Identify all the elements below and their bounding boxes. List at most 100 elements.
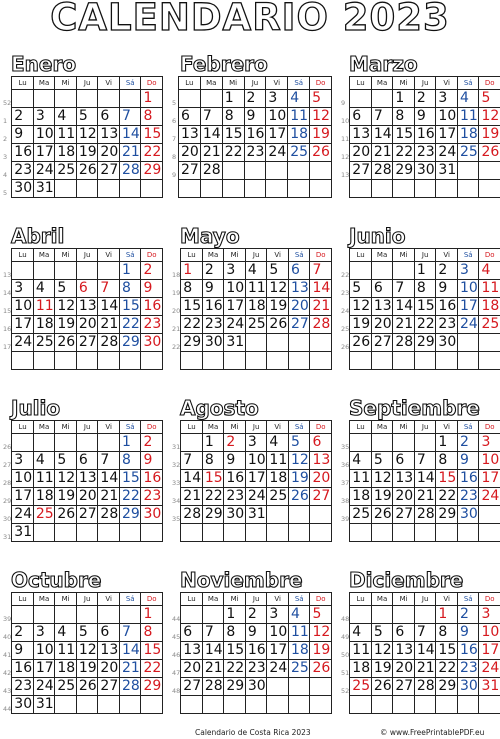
- day-cell: 21: [392, 315, 415, 334]
- week-number: 52: [341, 686, 350, 695]
- weekday-header: Sá: [456, 76, 480, 90]
- day-cell: 1: [201, 433, 225, 452]
- week-number: [172, 524, 181, 542]
- empty-cell: [287, 161, 311, 180]
- day-cell: 26: [287, 487, 311, 506]
- week-number: [172, 696, 181, 714]
- day-cell: 6: [287, 261, 311, 280]
- week-number-header: [3, 593, 12, 606]
- day-cell: 1: [435, 433, 458, 452]
- weekday-header: Lu: [180, 592, 203, 606]
- week-number: 4: [3, 170, 8, 179]
- weekday-header: Lu: [11, 76, 34, 90]
- week-number: 9: [341, 98, 346, 107]
- day-cell: 24: [456, 315, 480, 334]
- week-number: 31: [3, 532, 12, 541]
- week-number-header: [341, 77, 350, 90]
- empty-cell: [478, 351, 500, 370]
- week-number: 9: [172, 170, 177, 179]
- weekday-header: Do: [140, 420, 163, 434]
- weekday-header: Vi: [435, 76, 458, 90]
- day-cell: 2: [413, 89, 437, 108]
- day-cell: 28: [392, 333, 415, 352]
- day-cell: 19: [370, 659, 394, 678]
- empty-cell: [75, 89, 99, 108]
- empty-cell: [309, 695, 332, 714]
- day-cell: 17: [32, 143, 56, 162]
- empty-cell: [287, 351, 311, 370]
- week-number: 10: [341, 116, 350, 125]
- week-number: 42: [3, 668, 12, 677]
- week-number: 17: [3, 342, 12, 351]
- week-number: [172, 352, 181, 370]
- day-cell: 31: [223, 333, 246, 352]
- day-cell: 13: [287, 279, 311, 298]
- empty-cell: [370, 89, 394, 108]
- weekday-header: Do: [140, 592, 163, 606]
- footer-right: © www.FreePrintablePDF.eu: [380, 728, 485, 737]
- weekday-header: Do: [309, 420, 332, 434]
- day-cell: 22: [435, 487, 458, 506]
- week-number: 27: [3, 460, 12, 469]
- empty-cell: [223, 695, 246, 714]
- weekday-header: Lu: [180, 248, 203, 262]
- day-cell: 13: [97, 641, 120, 660]
- day-cell: 27: [75, 505, 99, 524]
- week-number: 5: [3, 188, 8, 197]
- empty-cell: [287, 505, 311, 524]
- empty-cell: [11, 351, 34, 370]
- day-cell: 14: [118, 641, 142, 660]
- day-cell: 18: [349, 659, 372, 678]
- day-cell: 23: [244, 659, 268, 678]
- day-cell: 25: [349, 505, 372, 524]
- day-cell: 13: [309, 451, 332, 470]
- day-cell: 25: [287, 143, 311, 162]
- empty-cell: [118, 89, 142, 108]
- day-cell: 14: [199, 125, 223, 144]
- empty-cell: [244, 523, 268, 542]
- day-cell: 12: [370, 641, 394, 660]
- day-cell: 20: [75, 315, 99, 334]
- day-cell: 3: [478, 433, 500, 452]
- empty-cell: [32, 261, 56, 280]
- weekday-header: Ju: [413, 592, 437, 606]
- week-number: 13: [341, 170, 350, 179]
- weekday-header: Do: [478, 592, 500, 606]
- day-cell: 7: [97, 279, 120, 298]
- day-cell: 3: [223, 261, 246, 280]
- day-cell: 9: [243, 107, 267, 126]
- day-cell: 27: [97, 161, 120, 180]
- empty-cell: [118, 179, 142, 198]
- day-cell: 3: [266, 605, 289, 624]
- day-cell: 10: [32, 641, 56, 660]
- empty-cell: [223, 351, 246, 370]
- empty-cell: [221, 179, 245, 198]
- day-cell: 27: [75, 333, 99, 352]
- empty-cell: [54, 89, 77, 108]
- day-cell: 3: [32, 623, 56, 642]
- day-cell: 30: [11, 179, 34, 198]
- day-cell: 3: [478, 605, 500, 624]
- day-cell: 5: [349, 279, 372, 298]
- day-cell: 3: [32, 107, 56, 126]
- day-cell: 30: [11, 695, 34, 714]
- day-cell: 19: [75, 143, 99, 162]
- day-cell: 4: [244, 261, 268, 280]
- week-number: 13: [3, 270, 12, 279]
- week-number: 49: [341, 632, 350, 641]
- day-cell: 10: [435, 107, 458, 126]
- weekday-header: Ma: [201, 592, 225, 606]
- day-cell: 2: [140, 433, 163, 452]
- empty-cell: [392, 605, 415, 624]
- empty-cell: [97, 605, 120, 624]
- day-cell: 14: [118, 125, 142, 144]
- weekday-header: Ju: [244, 592, 268, 606]
- empty-cell: [199, 179, 223, 198]
- empty-cell: [266, 351, 289, 370]
- weekday-header: Vi: [266, 248, 289, 262]
- weekday-header: Vi: [97, 76, 120, 90]
